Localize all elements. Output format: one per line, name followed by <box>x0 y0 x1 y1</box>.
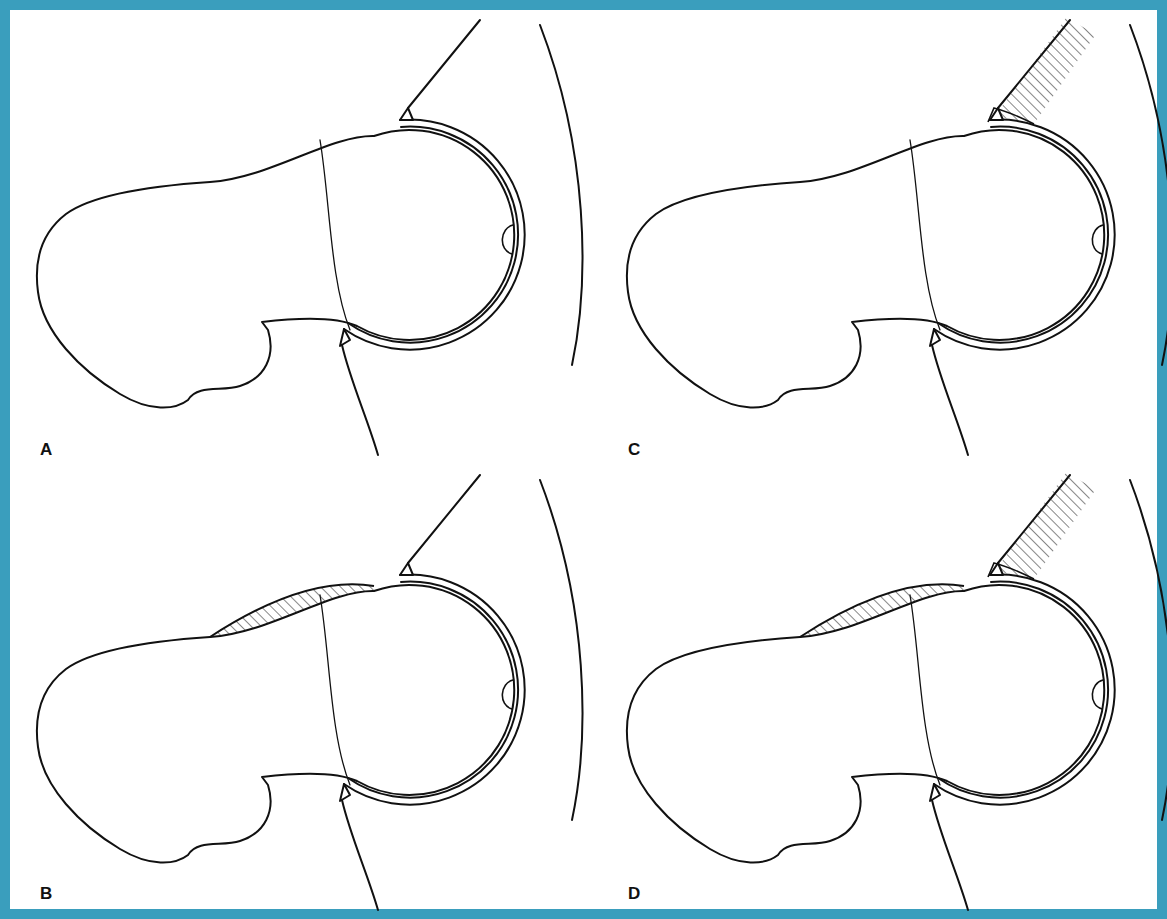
hip-normal <box>37 20 583 455</box>
cam-hatch <box>210 584 374 637</box>
hip-mixed <box>627 475 1167 910</box>
hip-cam <box>37 475 583 910</box>
panel-letter: C <box>628 440 640 460</box>
frame-border <box>5 5 1162 914</box>
cam-hatch <box>800 584 964 637</box>
panel-letter: D <box>628 884 640 904</box>
hip-pincer <box>627 20 1167 455</box>
pincer-hatch <box>988 18 1096 124</box>
panel-letter: A <box>40 440 52 460</box>
panel-letter: B <box>40 884 52 904</box>
pincer-hatch <box>988 473 1096 579</box>
